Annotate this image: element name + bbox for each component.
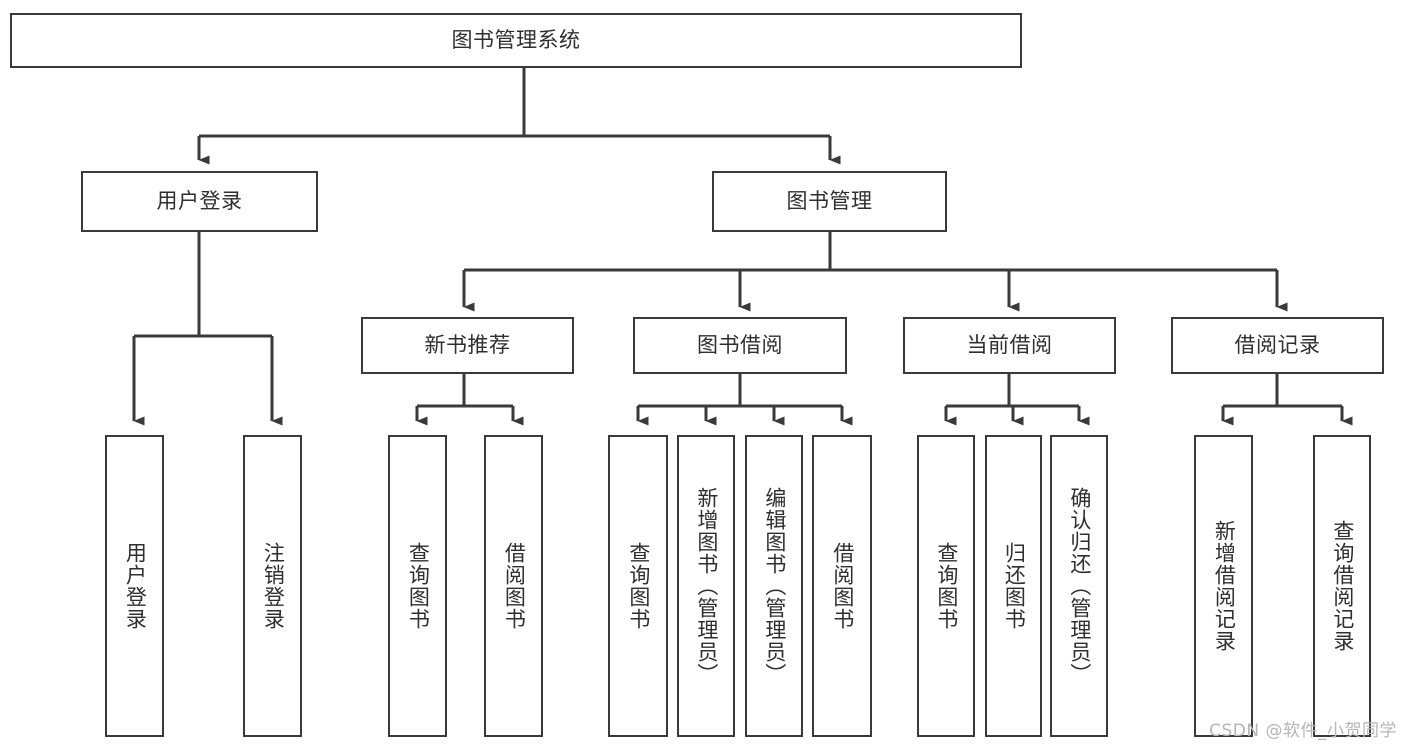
node-label: 图书管理	[786, 188, 873, 213]
watermark: CSDN @软件_小贺同学	[1209, 721, 1397, 741]
leaf-query-book-borrow[interactable]: 查询图书	[608, 435, 668, 737]
node-label: 借阅记录	[1234, 332, 1321, 357]
node-borrow-record[interactable]: 借阅记录	[1171, 317, 1384, 374]
node-new-book-recommend[interactable]: 新书推荐	[361, 317, 574, 374]
node-label: 借阅图书	[502, 542, 527, 630]
node-current-borrow[interactable]: 当前借阅	[903, 317, 1116, 374]
leaf-logout[interactable]: 注销登录	[243, 435, 302, 737]
node-label: 用户登录	[123, 542, 148, 630]
leaf-user-login[interactable]: 用户登录	[105, 435, 164, 737]
leaf-add-borrow-record[interactable]: 新增借阅记录	[1194, 435, 1253, 737]
node-label: 注销登录	[261, 542, 286, 630]
leaf-borrow-book[interactable]: 借阅图书	[812, 435, 872, 737]
node-label: 用户登录	[156, 188, 243, 213]
node-label: 图书借阅	[697, 332, 783, 357]
node-label: 查询图书	[934, 542, 959, 630]
node-label: 确认归还（管理员）	[1067, 487, 1092, 685]
node-root-system[interactable]: 图书管理系统	[10, 13, 1022, 68]
leaf-query-borrow-record[interactable]: 查询借阅记录	[1313, 435, 1371, 737]
node-label: 查询图书	[626, 542, 651, 630]
node-label: 查询借阅记录	[1330, 520, 1355, 652]
leaf-edit-book-admin[interactable]: 编辑图书（管理员）	[745, 435, 803, 737]
node-label: 新增图书（管理员）	[694, 487, 719, 685]
leaf-add-book-admin[interactable]: 新增图书（管理员）	[677, 435, 735, 737]
node-label: 归还图书	[1002, 542, 1027, 630]
leaf-borrow-book-recommend[interactable]: 借阅图书	[484, 435, 543, 737]
node-book-management[interactable]: 图书管理	[712, 171, 947, 232]
leaf-query-book-current[interactable]: 查询图书	[917, 435, 975, 737]
node-label: 编辑图书（管理员）	[762, 487, 787, 685]
node-book-borrow[interactable]: 图书借阅	[633, 317, 847, 374]
node-label: 新增借阅记录	[1212, 520, 1237, 652]
node-label: 图书管理系统	[451, 27, 581, 52]
leaf-return-book[interactable]: 归还图书	[985, 435, 1042, 737]
node-label: 新书推荐	[424, 332, 511, 357]
leaf-query-book-recommend[interactable]: 查询图书	[388, 435, 447, 737]
node-label: 当前借阅	[966, 332, 1053, 357]
node-user-login[interactable]: 用户登录	[81, 171, 318, 232]
node-label: 借阅图书	[830, 542, 855, 630]
leaf-confirm-return-admin[interactable]: 确认归还（管理员）	[1050, 435, 1108, 737]
node-label: 查询图书	[406, 542, 431, 630]
